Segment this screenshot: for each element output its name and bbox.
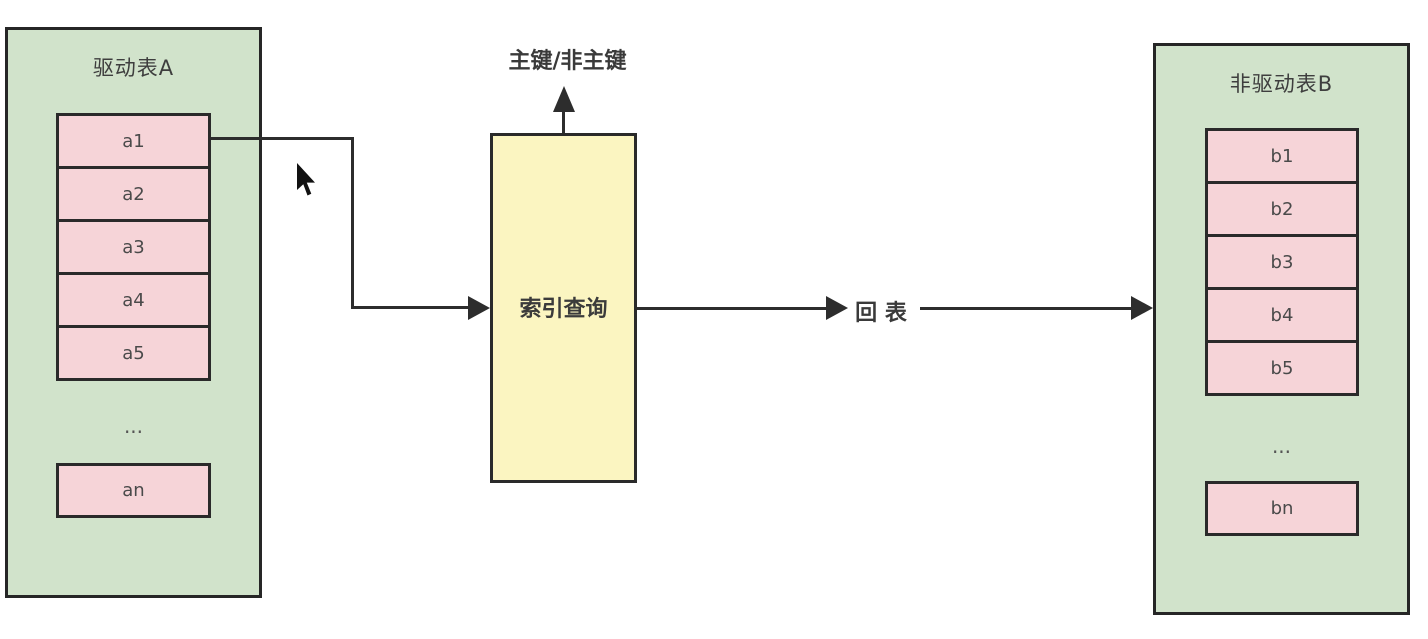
table-row: a2 [56, 166, 211, 222]
mouse-cursor-icon [297, 163, 315, 196]
ellipsis-label: ... [1271, 434, 1292, 458]
non-driver-table-b-title: 非驱动表B [1229, 72, 1334, 96]
table-row: b4 [1205, 287, 1359, 343]
driver-table-a-title: 驱动表A [92, 56, 175, 80]
connector-line [351, 137, 354, 309]
non-driver-table-b: 非驱动表B b1 b2 b3 b4 b5 ... bn [1153, 43, 1410, 615]
non-driver-table-b-rows: b1 b2 b3 b4 b5 [1205, 128, 1359, 396]
table-row: b2 [1205, 181, 1359, 237]
driver-table-a: 驱动表A a1 a2 a3 a4 a5 ... an [5, 27, 262, 598]
table-row: an [56, 463, 211, 518]
connector-line [211, 137, 354, 140]
table-row: b1 [1205, 128, 1359, 184]
index-query-label: 索引查询 [519, 297, 608, 322]
table-row: a1 [56, 113, 211, 169]
arrowhead-right-icon [826, 296, 848, 320]
ellipsis-label: ... [123, 414, 144, 438]
arrowhead-up-icon [553, 86, 575, 112]
connector-line [920, 307, 1131, 310]
index-query-box: 索引查询 [490, 133, 637, 483]
driver-table-a-rows: a1 a2 a3 a4 a5 [56, 113, 211, 381]
key-type-label: 主键/非主键 [508, 49, 627, 74]
back-to-table-label: 回 表 [855, 301, 907, 326]
table-row: a3 [56, 219, 211, 275]
connector-line [562, 110, 565, 133]
connector-line [637, 307, 826, 310]
table-row: bn [1205, 481, 1359, 536]
arrowhead-right-icon [468, 296, 490, 320]
connector-line [351, 306, 468, 309]
table-row: a5 [56, 325, 211, 381]
arrowhead-right-icon [1131, 296, 1153, 320]
table-row: a4 [56, 272, 211, 328]
table-row: b3 [1205, 234, 1359, 290]
table-row: b5 [1205, 340, 1359, 396]
